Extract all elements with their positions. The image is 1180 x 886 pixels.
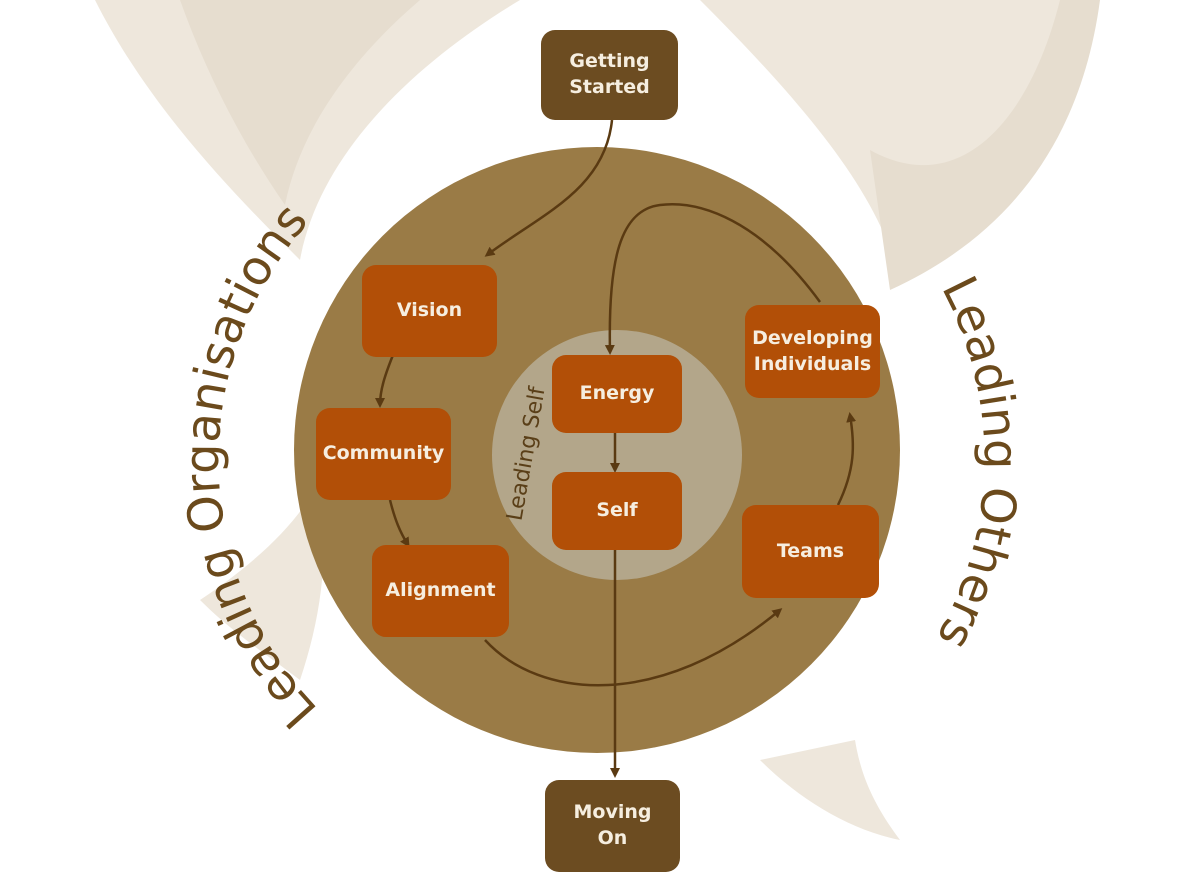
node-moving-on: Moving On [545, 780, 680, 872]
flow-arrows [375, 119, 857, 778]
node-developing-individuals: Developing Individuals [745, 305, 880, 398]
background-swirls [95, 0, 1100, 840]
arrow-alignment-to-teams [484, 608, 783, 687]
node-community: Community [316, 408, 451, 500]
arrow-start-to-vision [484, 119, 614, 257]
arrow-teams-to-developing [836, 412, 857, 506]
node-teams: Teams [742, 505, 879, 598]
leading-others-label: Leading Others [926, 268, 1029, 659]
node-alignment: Alignment [372, 545, 509, 637]
node-getting-started: Getting Started [541, 30, 678, 120]
node-self: Self [552, 472, 682, 550]
arrow-vision-to-community [375, 354, 395, 408]
arrow-community-to-alignment [388, 499, 410, 548]
node-vision: Vision [362, 265, 497, 357]
node-energy: Energy [552, 355, 682, 433]
arrow-developing-to-energy [604, 203, 822, 355]
